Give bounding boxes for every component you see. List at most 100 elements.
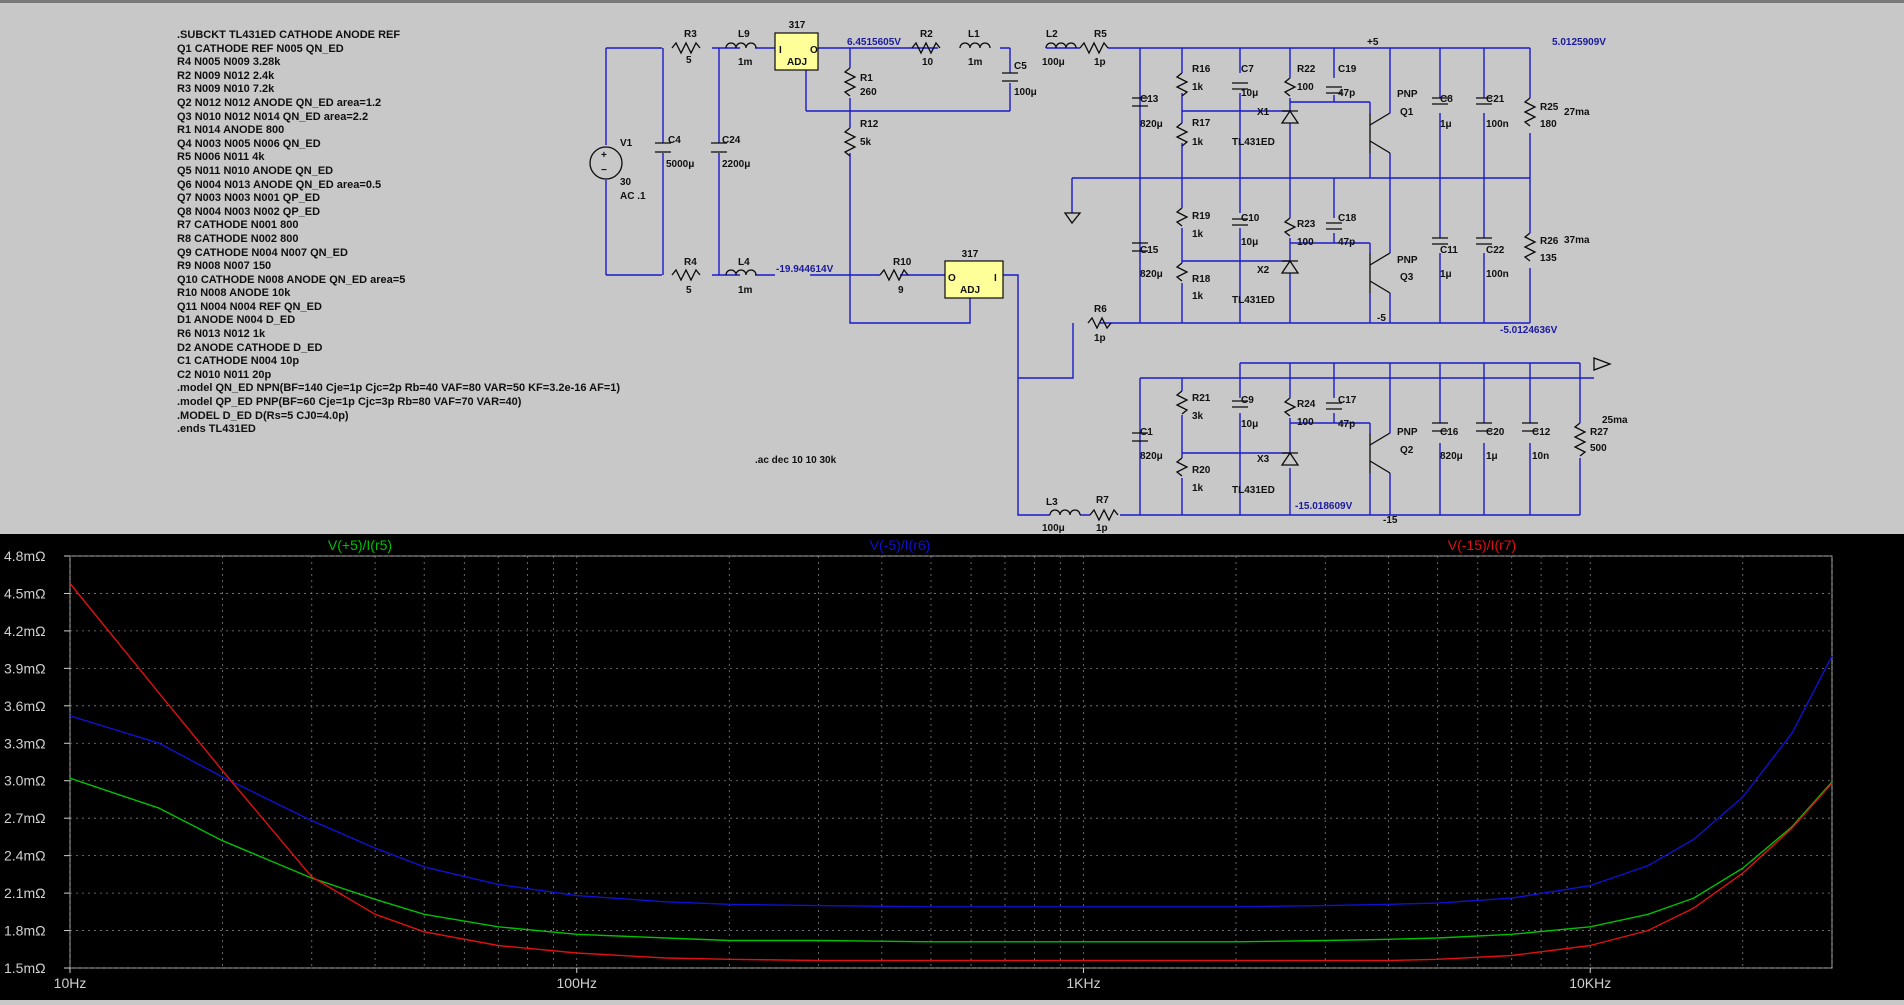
svg-text:820μ: 820μ bbox=[1140, 119, 1163, 130]
svg-text:100n: 100n bbox=[1486, 119, 1509, 130]
svg-text:TL431ED: TL431ED bbox=[1232, 485, 1275, 496]
svg-text:C12: C12 bbox=[1532, 427, 1551, 438]
svg-text:O: O bbox=[948, 273, 956, 284]
netlist-line: R8 CATHODE N002 800 bbox=[177, 232, 299, 245]
resistor-r10[interactable]: R10 9 bbox=[879, 257, 912, 296]
svg-text:C4: C4 bbox=[668, 135, 681, 146]
inductor-l4[interactable]: L4 1m bbox=[725, 257, 757, 296]
svg-text:R18: R18 bbox=[1192, 274, 1211, 285]
svg-text:Q2: Q2 bbox=[1400, 445, 1414, 456]
svg-text:C22: C22 bbox=[1486, 245, 1505, 256]
plot-traces[interactable] bbox=[69, 583, 1833, 962]
svg-text:100: 100 bbox=[1297, 237, 1314, 248]
svg-text:TL431ED: TL431ED bbox=[1232, 137, 1275, 148]
trace-title-0[interactable]: V(+5)/I(r5) bbox=[328, 537, 392, 553]
svg-text:C1: C1 bbox=[1140, 427, 1153, 438]
capacitor-c5[interactable]: C5 100μ bbox=[1002, 61, 1037, 98]
svg-text:C15: C15 bbox=[1140, 245, 1159, 256]
trace-series-1[interactable] bbox=[69, 655, 1833, 908]
x-tick-label: 1KHz bbox=[1066, 975, 1100, 991]
capacitor-c24[interactable]: C24 2200μ bbox=[711, 135, 750, 170]
netlist-line: .MODEL D_ED D(Rs=5 CJ0=4.0p) bbox=[177, 409, 349, 422]
netlist-line: R3 N009 N010 7.2k bbox=[177, 83, 275, 96]
svg-text:10μ: 10μ bbox=[1241, 419, 1258, 430]
y-tick-label: 3.0mΩ bbox=[4, 773, 46, 789]
y-tick-label: 4.8mΩ bbox=[4, 548, 46, 564]
regulator-317-top[interactable]: 317 I O ADJ bbox=[774, 20, 819, 71]
svg-text:1p: 1p bbox=[1094, 333, 1106, 344]
svg-text:317: 317 bbox=[789, 20, 806, 31]
svg-text:5k: 5k bbox=[860, 137, 872, 148]
netlist-line: C1 CATHODE N004 10p bbox=[177, 355, 300, 368]
resistor-r3[interactable]: R3 5 bbox=[671, 29, 701, 66]
sim-directive[interactable]: .ac dec 10 10 30k bbox=[755, 455, 837, 466]
svg-text:820μ: 820μ bbox=[1440, 451, 1463, 462]
netlist-line: R5 N006 N011 4k bbox=[177, 151, 265, 164]
inductor-l2[interactable]: L2 100μ bbox=[1042, 29, 1077, 68]
netlist-line: .ends TL431ED bbox=[177, 423, 256, 436]
svg-text:-5: -5 bbox=[1377, 313, 1386, 324]
svg-text:37ma: 37ma bbox=[1564, 235, 1590, 246]
trace-series-0[interactable] bbox=[69, 777, 1833, 943]
inductor-l9[interactable]: L9 1m bbox=[725, 29, 757, 68]
svg-text:R17: R17 bbox=[1192, 118, 1211, 129]
svg-text:1k: 1k bbox=[1192, 229, 1204, 240]
netlist-line: Q7 N003 N003 N001 QP_ED bbox=[177, 192, 321, 205]
netlist-line: R4 N005 N009 3.28k bbox=[177, 56, 281, 69]
svg-text:PNP: PNP bbox=[1397, 427, 1418, 438]
svg-text:-15.018609V: -15.018609V bbox=[1295, 501, 1353, 512]
svg-text:C5: C5 bbox=[1014, 61, 1027, 72]
svg-text:100n: 100n bbox=[1486, 269, 1509, 280]
y-tick-label: 3.9mΩ bbox=[4, 660, 46, 676]
y-tick-label: 3.6mΩ bbox=[4, 698, 46, 714]
inductor-l3[interactable]: L3 100μ bbox=[1042, 497, 1081, 534]
trace-title-2[interactable]: V(-15)/I(r7) bbox=[1448, 537, 1516, 553]
resistor-r4[interactable]: R4 5 bbox=[671, 257, 701, 296]
netlist-line: .model QP_ED PNP(BF=60 Cje=1p Cjc=3p Rb=… bbox=[177, 396, 522, 409]
regulator-317-bottom[interactable]: 317 O I ADJ bbox=[944, 249, 1004, 299]
svg-text:X3: X3 bbox=[1257, 454, 1270, 465]
svg-text:V1: V1 bbox=[620, 138, 633, 149]
resistor-r2[interactable]: R2 10 bbox=[911, 29, 941, 68]
resistor-r5[interactable]: R5 1p bbox=[1079, 29, 1109, 68]
y-tick-label: 1.8mΩ bbox=[4, 923, 46, 939]
svg-text:R5: R5 bbox=[1094, 29, 1107, 40]
trace-titles[interactable]: V(+5)/I(r5) V(-5)/I(r6) V(-15)/I(r7) bbox=[328, 537, 1516, 553]
svg-text:R2: R2 bbox=[920, 29, 933, 40]
voltage-source-v1[interactable]: + − V1 30 AC .1 bbox=[589, 138, 646, 202]
svg-text:C17: C17 bbox=[1338, 395, 1357, 406]
svg-text:PNP: PNP bbox=[1397, 255, 1418, 266]
netlist-line: Q8 N004 N003 N002 QP_ED bbox=[177, 205, 321, 218]
netlist-line: R6 N013 N012 1k bbox=[177, 328, 266, 341]
svg-text:5: 5 bbox=[686, 285, 692, 296]
svg-text:C18: C18 bbox=[1338, 213, 1357, 224]
svg-text:ADJ: ADJ bbox=[787, 57, 807, 68]
regulator-block-plus5: C13 820μ R16 1k R17 1k C7 10μ R22 100 X1… bbox=[1132, 37, 1606, 179]
svg-text:47p: 47p bbox=[1338, 237, 1355, 248]
svg-text:R3: R3 bbox=[684, 29, 697, 40]
svg-text:C19: C19 bbox=[1338, 64, 1357, 75]
regulator-block-minus15: C1 820μ R21 3k R20 1k C9 10μ R24 100 X3 … bbox=[1132, 357, 1628, 526]
svg-text:47p: 47p bbox=[1338, 419, 1355, 430]
svg-text:47p: 47p bbox=[1338, 88, 1355, 99]
svg-text:O: O bbox=[810, 45, 818, 56]
waveform-plot[interactable]: 4.8mΩ4.5mΩ4.2mΩ3.9mΩ3.6mΩ3.3mΩ3.0mΩ2.7mΩ… bbox=[0, 534, 1904, 1000]
schematic-canvas[interactable]: + − V1 30 AC .1 R3 5 L9 1m 317 I O ADJ 6… bbox=[0, 3, 1904, 537]
svg-text:135: 135 bbox=[1540, 253, 1557, 264]
resistor-r7[interactable]: R7 1p bbox=[1089, 495, 1119, 534]
resistor-r1[interactable]: R1 260 bbox=[843, 67, 877, 98]
svg-text:+5: +5 bbox=[1367, 37, 1379, 48]
svg-text:R12: R12 bbox=[860, 119, 879, 130]
svg-text:5: 5 bbox=[686, 55, 692, 66]
trace-title-1[interactable]: V(-5)/I(r6) bbox=[870, 537, 931, 553]
inductor-l1[interactable]: L1 1m bbox=[959, 29, 991, 68]
netlist-line: Q6 N004 N013 ANODE QN_ED area=0.5 bbox=[177, 178, 382, 191]
svg-text:1k: 1k bbox=[1192, 82, 1204, 93]
trace-series-2[interactable] bbox=[69, 583, 1833, 962]
svg-text:100μ: 100μ bbox=[1014, 87, 1037, 98]
resistor-r12[interactable]: R12 5k bbox=[843, 119, 879, 157]
capacitor-c4[interactable]: C4 5000μ bbox=[655, 135, 694, 170]
svg-text:C24: C24 bbox=[722, 135, 741, 146]
